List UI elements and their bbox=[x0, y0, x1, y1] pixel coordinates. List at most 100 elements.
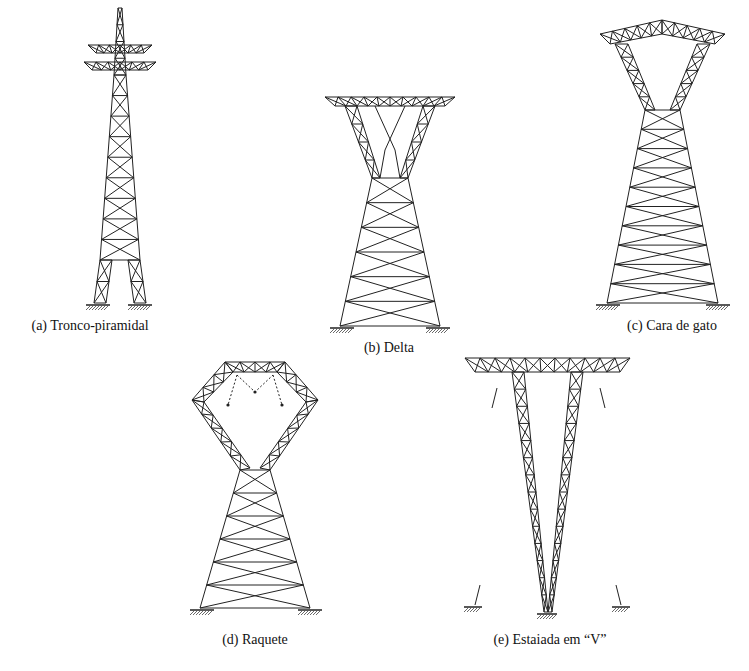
lattice-member bbox=[551, 561, 558, 578]
lattice-member bbox=[266, 362, 285, 372]
lattice-member bbox=[139, 62, 156, 70]
lattice-member bbox=[568, 389, 581, 406]
lattice-member bbox=[524, 372, 548, 612]
lattice-member bbox=[99, 45, 112, 53]
lattice-member bbox=[634, 149, 688, 168]
lattice-member bbox=[569, 389, 578, 406]
lattice-member bbox=[230, 442, 231, 456]
lattice-member bbox=[227, 516, 284, 517]
lattice-member bbox=[255, 362, 270, 372]
lattice-member bbox=[501, 358, 510, 372]
lattice-member bbox=[372, 178, 413, 203]
lattice-member bbox=[364, 97, 379, 106]
lattice-member bbox=[114, 75, 126, 76]
lattice-member bbox=[615, 245, 707, 264]
lattice-member bbox=[120, 62, 121, 70]
lattice-member bbox=[641, 110, 680, 129]
lattice-member bbox=[556, 526, 563, 527]
lattice-member bbox=[618, 245, 710, 264]
lattice-member bbox=[571, 372, 581, 389]
lattice-member bbox=[114, 75, 126, 76]
lattice-member bbox=[528, 358, 540, 372]
lattice-member bbox=[675, 23, 684, 38]
lattice-member bbox=[372, 178, 408, 179]
lattice-member bbox=[630, 168, 692, 187]
lattice-member bbox=[270, 400, 318, 470]
lattice-member bbox=[117, 8, 122, 25]
lattice-member bbox=[465, 358, 475, 372]
lattice-member bbox=[686, 57, 704, 70]
lattice-member bbox=[554, 358, 570, 372]
lattice-member bbox=[558, 492, 568, 509]
lattice-member bbox=[675, 84, 692, 97]
lattice-member bbox=[639, 84, 644, 97]
lattice-member bbox=[539, 578, 546, 595]
lattice-member bbox=[233, 493, 276, 494]
ground-hatch bbox=[316, 611, 320, 615]
lattice-member bbox=[621, 44, 628, 57]
lattice-member bbox=[356, 227, 419, 252]
lattice-member bbox=[633, 83, 644, 84]
lattice-member bbox=[94, 303, 106, 304]
lattice-member bbox=[615, 44, 633, 57]
lattice-member bbox=[240, 470, 277, 493]
lattice-member bbox=[519, 406, 528, 423]
lattice-member bbox=[126, 75, 140, 260]
lattice-member bbox=[111, 62, 120, 70]
lattice-member bbox=[288, 428, 290, 442]
lattice-member bbox=[550, 578, 557, 595]
lattice-member bbox=[214, 375, 223, 382]
lattice-member bbox=[622, 225, 703, 226]
lattice-member bbox=[105, 178, 134, 199]
lattice-member bbox=[367, 203, 419, 228]
lattice-member bbox=[412, 142, 422, 143]
lattice-member bbox=[203, 382, 223, 387]
lattice-member bbox=[255, 362, 256, 372]
lattice-member bbox=[228, 375, 237, 405]
lattice-member bbox=[495, 358, 515, 372]
lattice-member bbox=[697, 44, 710, 45]
lattice-member bbox=[523, 441, 530, 458]
lattice-member bbox=[192, 392, 214, 400]
lattice-member bbox=[227, 516, 290, 539]
lattice-member bbox=[285, 362, 287, 382]
lattice-member bbox=[630, 187, 699, 206]
ground-line bbox=[298, 609, 322, 611]
lattice-member bbox=[526, 475, 536, 492]
lattice-member bbox=[680, 44, 710, 110]
lattice-member bbox=[406, 142, 422, 160]
lattice-member bbox=[566, 423, 574, 440]
lattice-member bbox=[555, 543, 561, 544]
ground-line bbox=[537, 613, 557, 615]
lattice-member bbox=[118, 8, 123, 25]
lattice-member bbox=[514, 372, 524, 389]
lattice-member bbox=[345, 106, 357, 107]
lattice-member bbox=[345, 106, 363, 124]
lattice-member bbox=[618, 245, 706, 246]
ground-line bbox=[128, 304, 152, 306]
lattice-member bbox=[192, 362, 225, 400]
lattice-member bbox=[223, 362, 225, 382]
tower-delta bbox=[325, 97, 455, 333]
lattice-member bbox=[517, 389, 526, 406]
lattice-member bbox=[548, 612, 552, 613]
lattice-member bbox=[704, 34, 725, 42]
lattice-member bbox=[465, 358, 488, 372]
lattice-member bbox=[114, 75, 128, 96]
lattice-member bbox=[94, 282, 109, 304]
lattice-member bbox=[225, 362, 233, 372]
lattice-member bbox=[220, 539, 297, 562]
lattice-member bbox=[203, 387, 214, 392]
lattice-member bbox=[84, 62, 92, 70]
lattice-member bbox=[542, 578, 545, 595]
lattice-member bbox=[542, 594, 547, 595]
lattice-member bbox=[566, 423, 576, 424]
lattice-member bbox=[553, 543, 561, 560]
lattice-member bbox=[533, 509, 538, 526]
lattice-member bbox=[673, 23, 675, 36]
lattice-member bbox=[528, 492, 538, 509]
lattice-member bbox=[351, 276, 430, 277]
lattice-member bbox=[278, 442, 279, 456]
subfigure-caption: (a) Tronco-piramidal bbox=[31, 318, 148, 335]
lattice-member bbox=[715, 34, 725, 44]
